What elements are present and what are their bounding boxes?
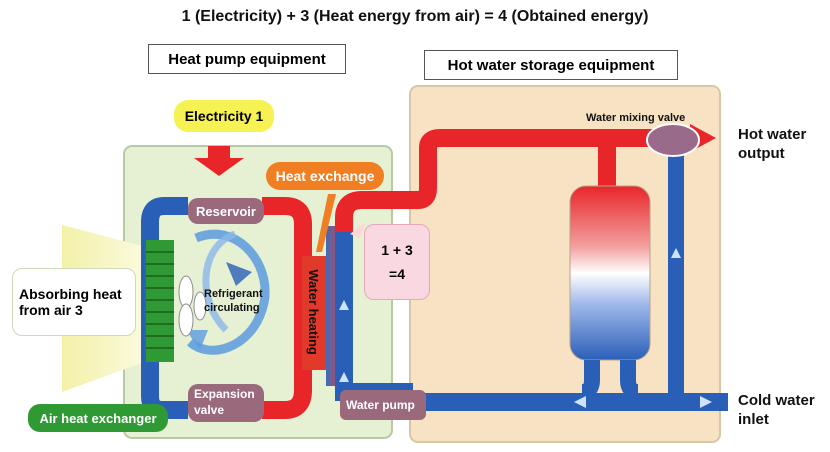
heat-exchange-label: Heat exchange: [266, 162, 384, 190]
refrigerant-swirl-icon-2: [202, 230, 237, 333]
expansion-valve-label: Expansion valve: [188, 384, 264, 422]
heat-exchange-arrow-icon: [316, 194, 336, 252]
tank-cold-pipe: [581, 360, 639, 400]
absorbing-heat-label: Absorbing heat from air 3: [12, 268, 136, 336]
heat-pump-section-title: Heat pump equipment: [148, 44, 346, 74]
water-pump-label: Water pump: [346, 398, 415, 412]
flow-arrow-icons-hot: [350, 222, 366, 238]
hot-water-output-label: Hot water output: [738, 126, 807, 162]
storage-tank: [569, 185, 651, 361]
water-heating-label: Water heating: [306, 269, 322, 355]
fan-icon: [178, 275, 207, 337]
water-mixing-valve: [646, 123, 700, 157]
exchanger-fins: [146, 251, 174, 349]
cold-water-inlet-label: Cold water inlet: [738, 392, 815, 428]
water-pump-body: [340, 390, 426, 420]
water-heating-exchanger: [302, 256, 326, 370]
air-heat-exchanger-label: Air heat exchanger: [28, 404, 168, 432]
water-mixing-valve-label: Water mixing valve: [586, 112, 686, 124]
diagram-title: 1 (Electricity) + 3 (Heat energy from ai…: [181, 8, 649, 25]
equation-line1: 1 + 3: [381, 242, 413, 258]
swirl-arrow-icon-2: [186, 330, 208, 350]
tank-feed-pipe: [598, 146, 616, 190]
refrigerant-label: Refrigerant circulating: [204, 288, 263, 314]
electricity-arrow-icon: [194, 146, 244, 176]
equation-box: 1 + 3 =4: [364, 224, 430, 300]
electricity-label: Electricity 1: [174, 100, 274, 132]
hot-water-pipe: [335, 129, 690, 232]
reservoir-label: Reservoir: [188, 198, 264, 224]
equation-line2: =4: [389, 266, 405, 282]
storage-section-title: Hot water storage equipment: [424, 50, 678, 80]
flow-arrow-icons: [339, 248, 712, 408]
swirl-arrow-icon: [226, 262, 252, 286]
